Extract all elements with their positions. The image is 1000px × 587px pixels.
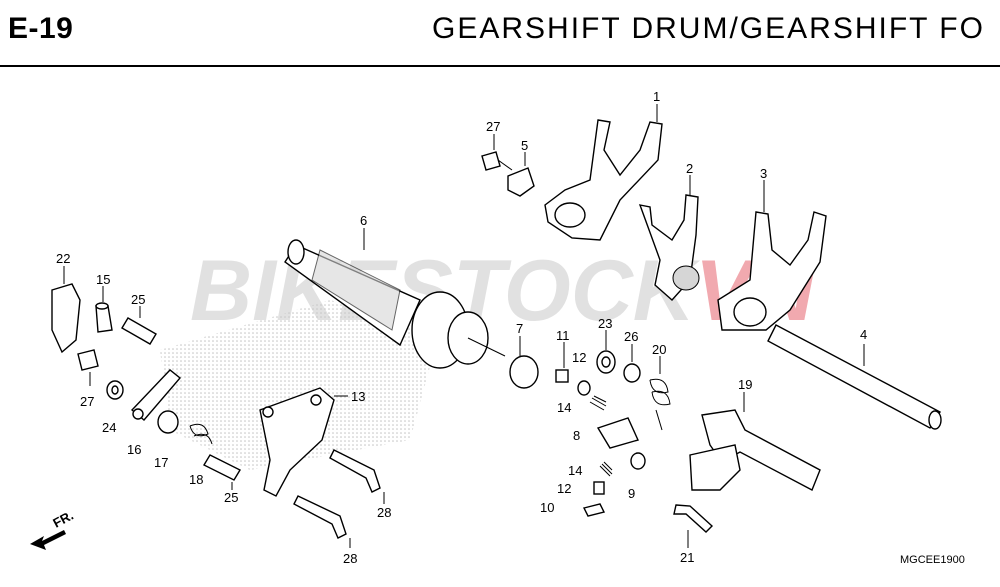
part-18-spring	[189, 423, 213, 445]
part-20-return-spring	[649, 356, 671, 431]
part-9-collar	[630, 452, 646, 470]
reference-code: MGCEE1900	[900, 554, 965, 566]
callout-15: 15	[96, 272, 110, 287]
part-23-washer	[596, 330, 616, 374]
callout-22: 22	[56, 251, 70, 266]
callout-5: 5	[521, 138, 528, 153]
callout-8: 8	[573, 428, 580, 443]
part-5-stopper-plate	[507, 152, 535, 197]
part-25-collar-lower	[203, 454, 241, 490]
callout-3: 3	[760, 166, 767, 181]
honda-wing-watermark	[160, 300, 440, 470]
part-10-pin	[582, 503, 606, 517]
part-12-lower-ball	[593, 481, 605, 495]
callout-19: 19	[738, 377, 752, 392]
callout-14-lower: 14	[568, 463, 582, 478]
callout-1: 1	[653, 89, 660, 104]
callout-27-top: 27	[486, 119, 500, 134]
callout-7: 7	[516, 321, 523, 336]
part-27-bolt-left	[77, 349, 99, 386]
part-3-shift-fork	[717, 180, 827, 331]
callout-11: 11	[556, 328, 570, 343]
part-26-circlip	[623, 344, 641, 383]
part-15-collar	[95, 286, 113, 333]
part-2-shift-fork	[638, 175, 700, 301]
part-14-lower-spring	[599, 461, 613, 477]
part-8-stopper-arm	[596, 417, 639, 449]
part-12-upper-ball	[577, 380, 591, 396]
front-direction-label: FR.	[50, 508, 76, 531]
callout-16: 16	[127, 442, 141, 457]
callout-9: 9	[628, 486, 635, 501]
callout-2: 2	[686, 161, 693, 176]
callout-labels: 1 2 3 4 5 6 7 8 9 10 11 12 12 13 14 14 1…	[56, 89, 867, 566]
callout-26: 26	[624, 329, 638, 344]
callout-14-upper: 14	[557, 400, 571, 415]
callout-6: 6	[360, 213, 367, 228]
callout-12-lower: 12	[557, 481, 571, 496]
part-11-pin	[555, 342, 569, 383]
part-27-bolt-top	[481, 134, 513, 171]
part-21-bolt	[673, 504, 714, 548]
part-28-bolt-upper	[329, 449, 385, 504]
callout-10: 10	[540, 500, 554, 515]
front-direction-arrow: FR.	[30, 508, 76, 550]
callout-13: 13	[351, 389, 365, 404]
part-17-collar	[157, 410, 179, 434]
header-rule	[0, 65, 1000, 67]
callout-18: 18	[189, 472, 203, 487]
callout-24: 24	[102, 420, 116, 435]
callout-27-left: 27	[80, 394, 94, 409]
part-1-shift-fork	[544, 104, 663, 241]
callout-12-upper: 12	[572, 350, 586, 365]
page-code: E-19	[8, 12, 74, 45]
part-24-washer	[106, 380, 124, 400]
callout-28-lower: 28	[343, 551, 357, 566]
callout-17: 17	[154, 455, 168, 470]
part-14-upper-spring	[589, 395, 607, 411]
callout-21: 21	[680, 550, 694, 565]
part-22-plate	[51, 266, 81, 354]
callout-25-upper: 25	[131, 292, 145, 307]
part-4-fork-shaft	[767, 324, 942, 430]
part-6-gearshift-drum	[284, 228, 506, 369]
callout-23: 23	[598, 316, 612, 331]
callout-25-lower: 25	[224, 490, 238, 505]
callout-4: 4	[860, 327, 867, 342]
part-28-bolt-lower	[293, 495, 351, 548]
page-title: GEARSHIFT DRUM/GEARSHIFT FO	[432, 12, 985, 45]
part-25-collar-upper	[121, 306, 157, 345]
part-13-guide-plate	[259, 387, 348, 497]
part-19-gearshift-spindle	[689, 392, 821, 491]
callout-20: 20	[652, 342, 666, 357]
part-16-stopper-arm	[130, 369, 182, 421]
callout-28-upper: 28	[377, 505, 391, 520]
part-7-collar	[509, 336, 539, 389]
